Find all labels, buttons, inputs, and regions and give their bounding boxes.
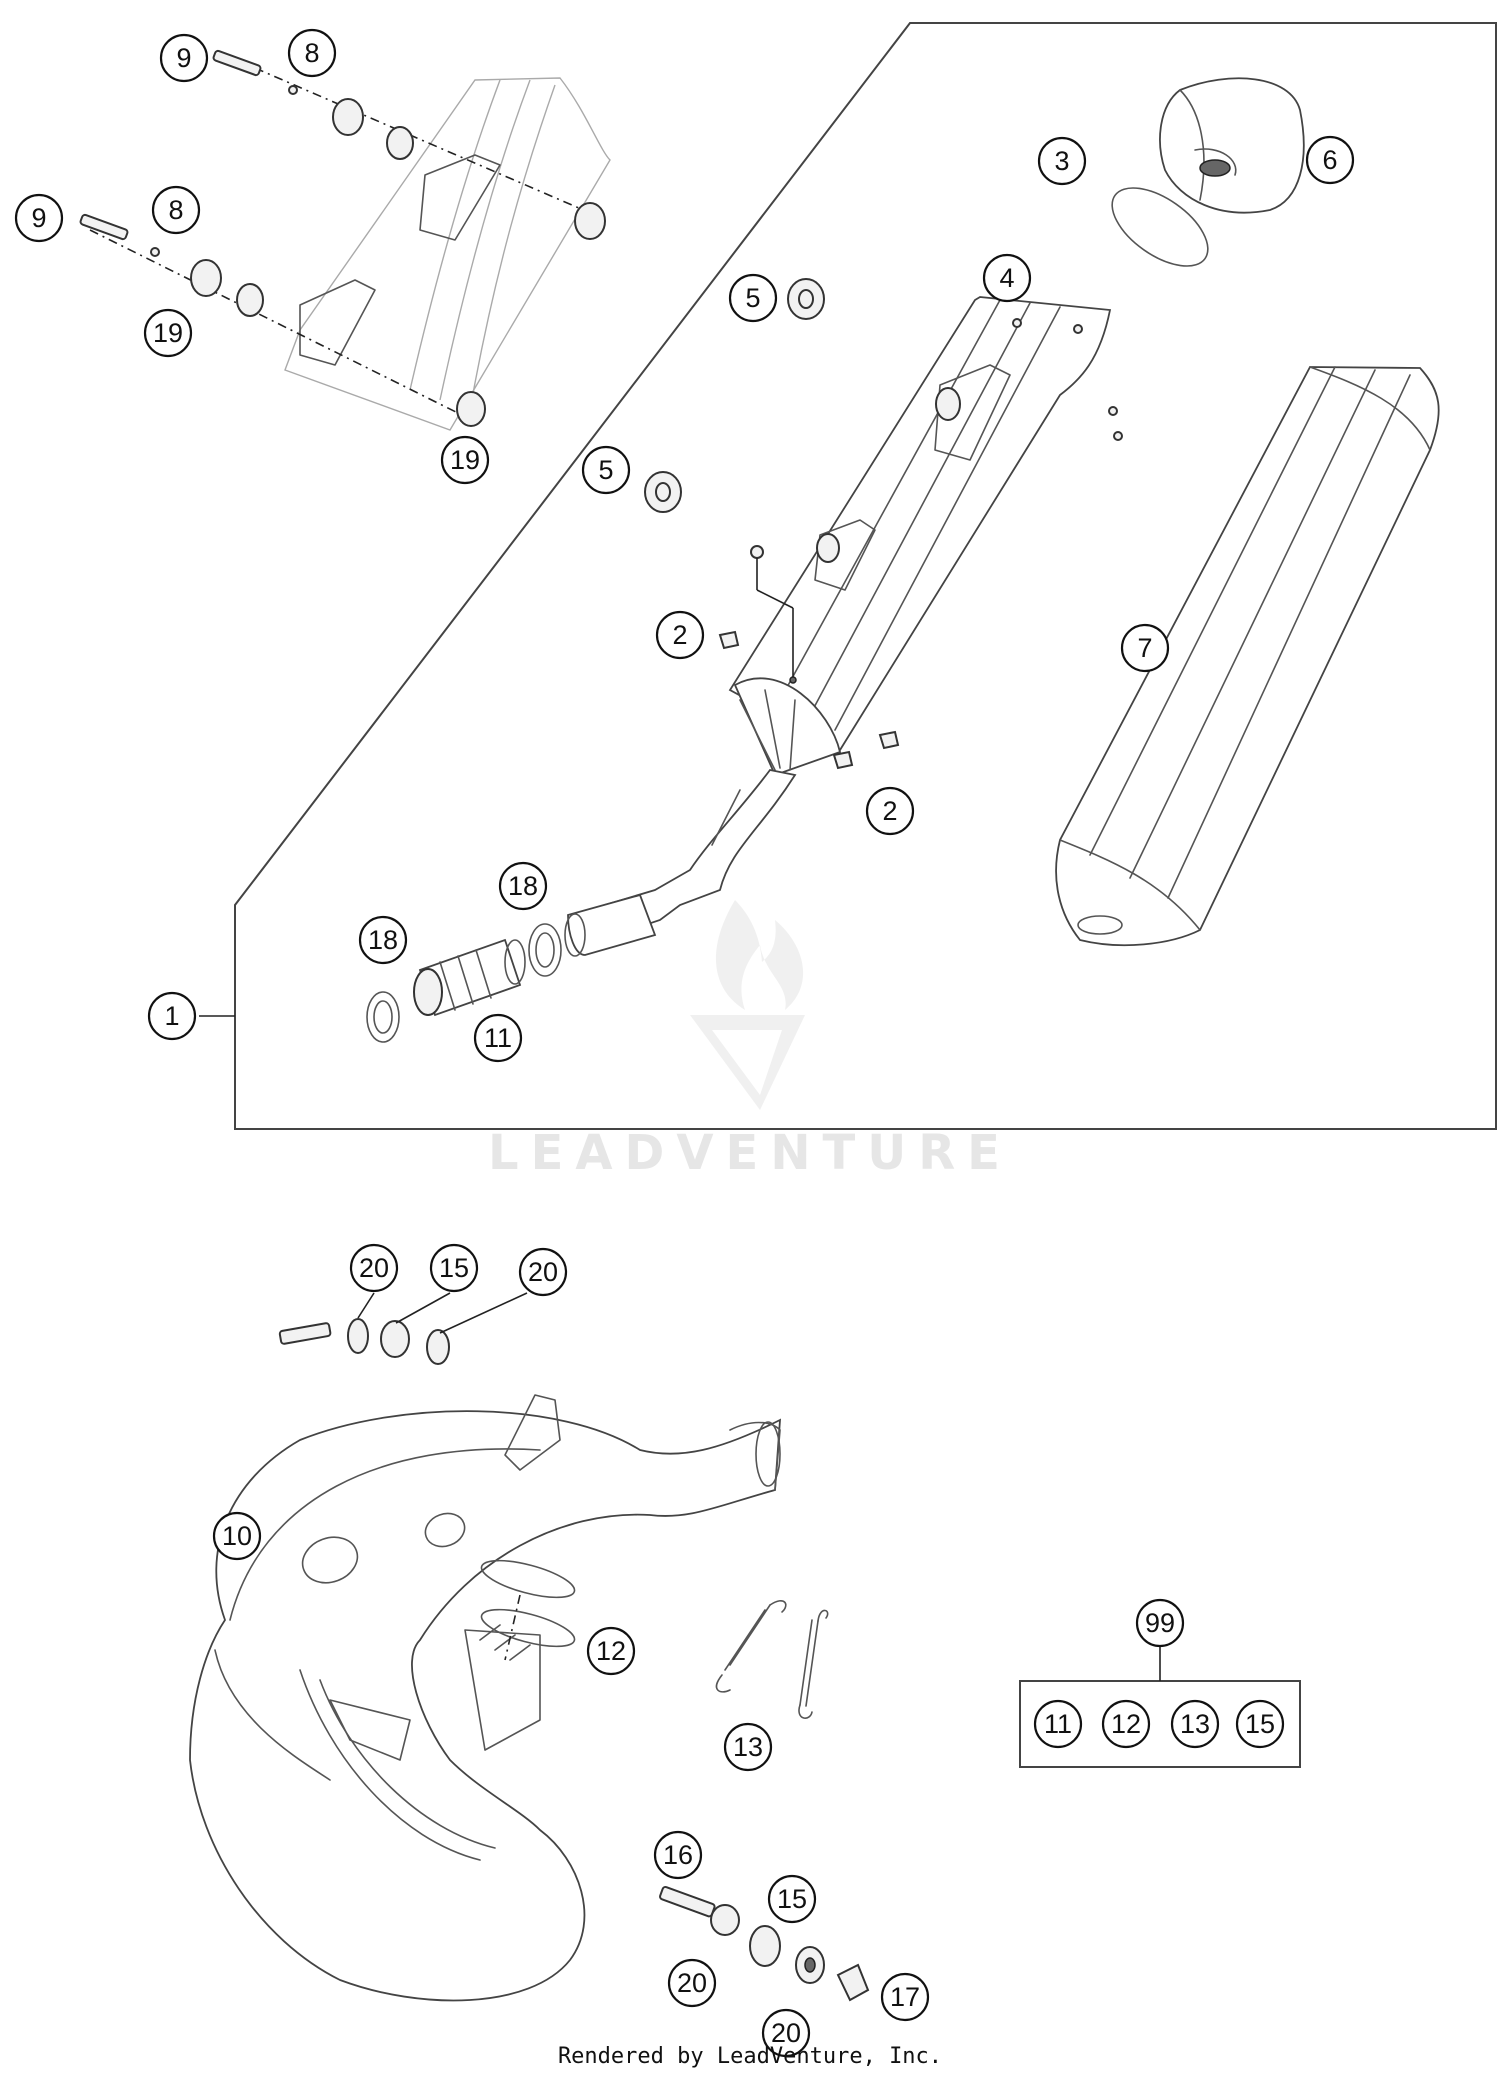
callout-5: 5 [581,445,631,495]
svg-text:18: 18 [508,871,538,901]
callout-13: 13 [723,1722,773,1772]
kit-item-11: 11 [1033,1699,1083,1749]
leader-15a [395,1292,451,1324]
svg-text:20: 20 [528,1257,558,1287]
leadventure-logo-watermark [690,900,805,1110]
callout-20: 20 [761,2008,811,2058]
svg-text:20: 20 [771,2018,801,2048]
svg-text:1: 1 [164,1001,179,1031]
svg-text:9: 9 [31,203,46,233]
screws [718,545,900,770]
outer-sleeve [1055,366,1440,947]
svg-text:5: 5 [598,455,613,485]
callout-17: 17 [880,1972,930,2022]
inlet-cone-and-pipe [564,677,842,957]
expansion-chamber [189,1394,782,2002]
svg-text:20: 20 [359,1253,389,1283]
svg-text:3: 3 [1054,146,1069,176]
callout-8: 8 [151,185,201,235]
callout-20: 20 [667,1958,717,2008]
callout-20: 20 [349,1243,399,1293]
svg-text:12: 12 [1111,1709,1141,1739]
callout-2: 2 [865,786,915,836]
connector-sleeve [366,923,562,1043]
callout-15: 15 [767,1874,817,1924]
callout-6: 6 [1305,135,1355,185]
callout-7: 7 [1120,623,1170,673]
callout-16: 16 [653,1830,703,1880]
svg-text:10: 10 [222,1521,252,1551]
svg-text:2: 2 [672,620,687,650]
lower-fastener-stack [659,1885,870,2002]
svg-text:17: 17 [890,1982,920,2012]
watermark-text: LEADVENTURE [488,1125,1012,1181]
svg-text:19: 19 [153,318,183,348]
callout-20: 20 [518,1247,568,1297]
callout-19: 19 [143,308,193,358]
callout-4: 4 [982,253,1032,303]
frame-mount-bracket [284,77,611,431]
svg-text:5: 5 [745,283,760,313]
kit-item-12: 12 [1101,1699,1151,1749]
callout-99: 99 [1135,1598,1185,1648]
chamber-gaskets [480,1559,576,1661]
svg-text:13: 13 [1180,1709,1210,1739]
kit-item-15: 15 [1235,1699,1285,1749]
springs [715,1600,829,1719]
muffler-body [728,296,1112,752]
svg-text:15: 15 [439,1253,469,1283]
callout-8: 8 [287,28,337,78]
upper-bolt-stack [278,1318,450,1365]
callout-19: 19 [440,435,490,485]
svg-text:99: 99 [1145,1608,1175,1638]
svg-text:19: 19 [450,445,480,475]
render-credit: Rendered by LeadVenture, Inc. [557,2044,943,2069]
svg-text:13: 13 [733,1732,763,1762]
callout-2: 2 [655,610,705,660]
svg-text:20: 20 [677,1968,707,1998]
svg-text:18: 18 [368,925,398,955]
leader-20b [439,1292,528,1334]
kit-item-13: 13 [1170,1699,1220,1749]
leader-20a [357,1292,375,1319]
callout-9: 9 [14,193,64,243]
callout-11: 11 [473,1013,523,1063]
svg-text:9: 9 [176,43,191,73]
svg-text:15: 15 [777,1884,807,1914]
bolt-row-upper [212,49,606,240]
callout-9: 9 [159,33,209,83]
end-cap [1159,77,1305,214]
callouts: 9 8 9 8 19 19 3 6 4 5 5 7 2 2 18 18 11 1… [14,28,1355,2058]
callout-18: 18 [358,915,408,965]
svg-text:11: 11 [484,1023,512,1053]
seal-ring [1111,187,1209,267]
callout-3: 3 [1037,136,1087,186]
rubber-mounts [644,278,825,513]
svg-text:7: 7 [1137,633,1152,663]
svg-text:6: 6 [1322,145,1337,175]
svg-text:2: 2 [882,796,897,826]
callout-18: 18 [498,861,548,911]
bolt-row-lower [79,213,486,427]
svg-text:8: 8 [168,195,183,225]
callout-15: 15 [429,1243,479,1293]
callout-12: 12 [586,1626,636,1676]
svg-text:16: 16 [663,1840,693,1870]
callout-5: 5 [728,273,778,323]
assembly-frame [234,22,1497,1130]
svg-text:15: 15 [1245,1709,1275,1739]
svg-text:4: 4 [999,263,1014,293]
callout-10: 10 [212,1511,262,1561]
svg-text:8: 8 [304,38,319,68]
svg-text:12: 12 [596,1636,626,1666]
rivets [1012,318,1123,441]
svg-text:11: 11 [1044,1709,1072,1739]
callout-1: 1 [147,991,197,1041]
